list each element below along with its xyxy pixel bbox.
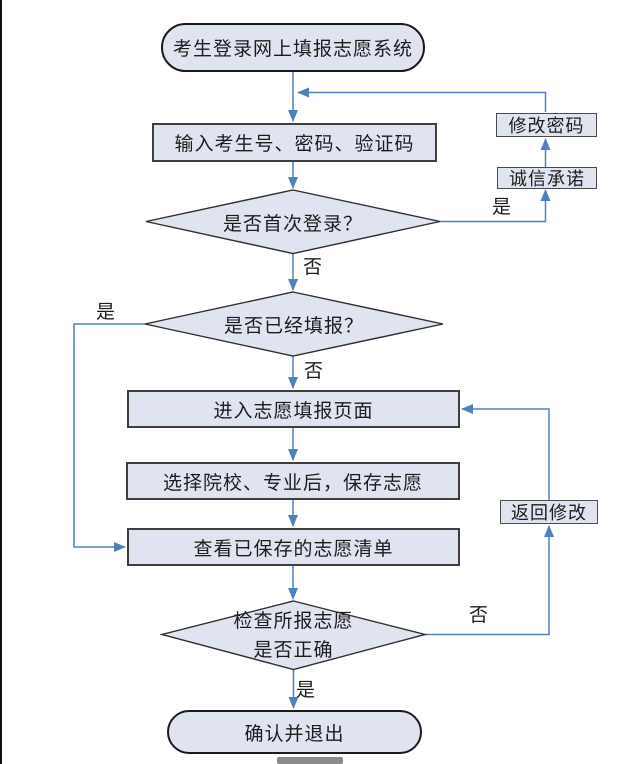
node-confirm-and-exit-label: 确认并退出 bbox=[244, 723, 345, 745]
node-enter-filling-page: 进入志愿填报页面 bbox=[127, 390, 460, 428]
node-view-saved-list-label: 查看已保存的志愿清单 bbox=[193, 538, 394, 560]
node-modify-password-label: 修改密码 bbox=[508, 116, 585, 136]
horizontal-scrollbar-thumb[interactable] bbox=[277, 757, 343, 764]
node-view-saved-list: 查看已保存的志愿清单 bbox=[127, 528, 460, 566]
node-return-to-modify-label: 返回修改 bbox=[511, 503, 587, 523]
node-confirm-and-exit: 确认并退出 bbox=[167, 710, 422, 754]
edge-label-check-correct-yes: 是 bbox=[296, 680, 316, 701]
edge-modify-password-to-main-line bbox=[297, 87, 547, 112]
node-input-credentials: 输入考生号、密码、验证码 bbox=[152, 123, 437, 162]
edge-label-first-login-no: 否 bbox=[303, 257, 323, 278]
node-select-and-save-label: 选择院校、专业后，保存志愿 bbox=[162, 472, 423, 494]
edge-label-check-correct-no: 否 bbox=[469, 605, 489, 626]
node-enter-filling-page-label: 进入志愿填报页面 bbox=[213, 400, 374, 422]
node-input-credentials-label: 输入考生号、密码、验证码 bbox=[174, 134, 415, 155]
edge-label-first-login-yes: 是 bbox=[492, 197, 512, 218]
node-modify-password: 修改密码 bbox=[496, 113, 597, 137]
node-select-and-save: 选择院校、专业后，保存志愿 bbox=[126, 462, 460, 500]
edge-return-modify-to-enter-page bbox=[461, 404, 550, 500]
node-return-to-modify: 返回修改 bbox=[500, 500, 598, 524]
edge-label-already-filled-no: 否 bbox=[304, 361, 324, 382]
edge-already-filled-yes-to-view-list bbox=[73, 323, 145, 552]
node-start-label: 考生登录网上填报志愿系统 bbox=[172, 39, 413, 60]
edge-check-no-to-return-modify bbox=[425, 525, 554, 636]
node-integrity-pledge-label: 诚信承诺 bbox=[509, 169, 585, 189]
edge-first-login-yes-to-integrity bbox=[440, 189, 551, 223]
node-integrity-pledge: 诚信承诺 bbox=[497, 167, 597, 189]
diamond-check-correct bbox=[159, 600, 428, 671]
diamond-first-login bbox=[145, 189, 441, 255]
left-edge-border-line bbox=[0, 0, 2, 764]
diamond-already-filled bbox=[144, 291, 444, 357]
edge-label-already-filled-yes: 是 bbox=[96, 302, 116, 323]
node-start: 考生登录网上填报志愿系统 bbox=[161, 23, 425, 72]
